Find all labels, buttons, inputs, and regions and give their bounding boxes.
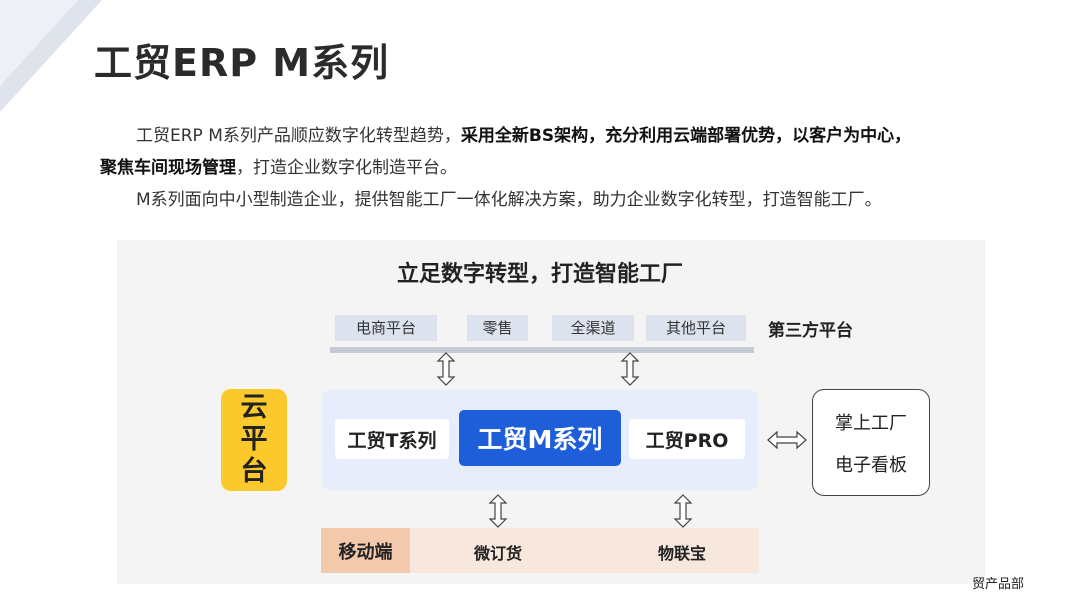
cloud-char: 平 — [240, 424, 268, 455]
platform-bar — [330, 347, 754, 353]
intro-paragraph-2: M系列面向中小型制造企业，提供智能工厂一体化解决方案，助力企业数字化转型，打造智… — [136, 190, 882, 210]
right-box-item: 电子看板 — [835, 454, 907, 476]
intro-text-normal: 工贸ERP M系列产品顺应数字化转型趋势， — [136, 126, 461, 146]
intro-text-bold: 采用全新BS架构，充分利用云端部署优势，以客户为中心， — [460, 126, 912, 146]
double-arrow-horizontal-icon — [767, 430, 807, 450]
double-arrow-vertical-icon — [488, 494, 508, 528]
double-arrow-vertical-icon — [673, 494, 693, 528]
cloud-char: 台 — [240, 456, 268, 487]
cloud-char: 云 — [240, 392, 268, 423]
intro-text-bold: 聚焦车间现场管理 — [100, 158, 236, 178]
intro-text: 工贸ERP M系列产品顺应数字化转型趋势，采用全新BS架构，充分利用云端部署优势… — [100, 120, 1030, 216]
platform-omnichannel: 全渠道 — [552, 315, 634, 341]
footer-text: 贸产品部 — [972, 577, 1025, 592]
double-arrow-vertical-icon — [620, 352, 640, 386]
diagram-headline: 立足数字转型，打造智能工厂 — [396, 262, 683, 287]
platform-other: 其他平台 — [646, 315, 746, 341]
cloud-platform-box: 云 平 台 — [221, 389, 287, 491]
intro-text-normal: ，打造企业数字化制造平台。 — [236, 158, 457, 178]
platform-retail: 零售 — [467, 315, 528, 341]
mobile-dashboard-box: 掌上工厂 电子看板 — [812, 389, 930, 496]
page-title: 工贸ERP M系列 — [94, 41, 390, 85]
product-m-series: 工贸M系列 — [459, 410, 621, 466]
mobile-label: 移动端 — [321, 528, 410, 573]
product-pro: 工贸PRO — [629, 419, 745, 459]
product-t-series: 工贸T系列 — [335, 419, 449, 459]
third-party-label: 第三方平台 — [768, 321, 853, 341]
mobile-item-order: 微订货 — [474, 544, 523, 563]
intro-paragraph-1: 工贸ERP M系列产品顺应数字化转型趋势，采用全新BS架构，充分利用云端部署优势… — [100, 120, 1030, 152]
right-box-item: 掌上工厂 — [835, 412, 907, 434]
platform-ecommerce: 电商平台 — [335, 315, 437, 341]
mobile-item-iot: 物联宝 — [658, 544, 707, 563]
corner-stripe-decoration — [0, 0, 102, 112]
intro-paragraph-1-cont: 聚焦车间现场管理，打造企业数字化制造平台。 — [100, 152, 1030, 184]
double-arrow-vertical-icon — [436, 352, 456, 386]
